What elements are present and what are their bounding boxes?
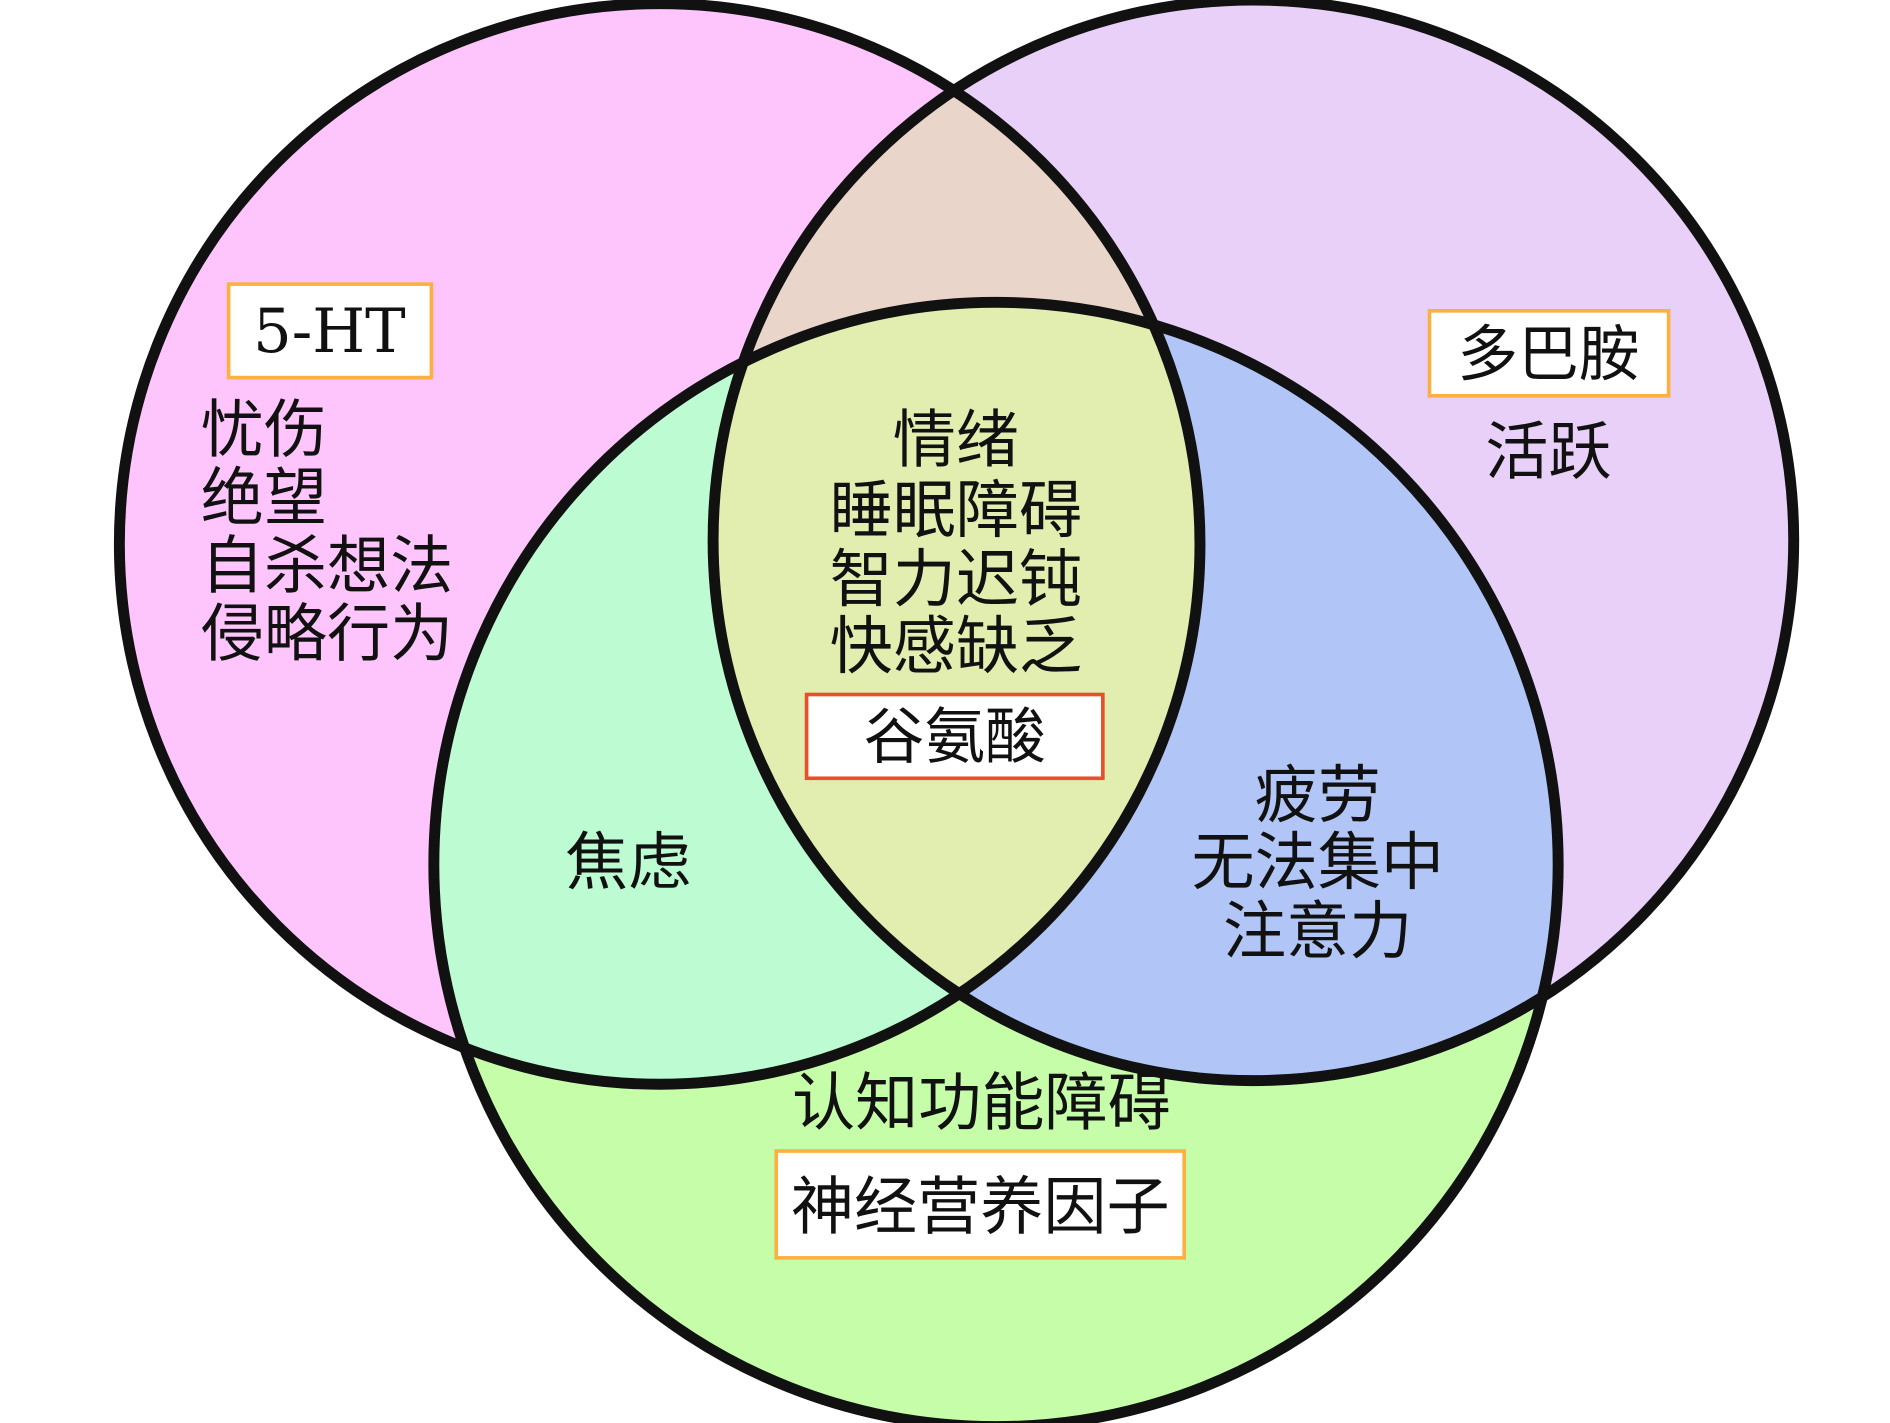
neurotrophic-label: 神经营养因子	[791, 1170, 1170, 1244]
center-item: 智力迟钝	[830, 542, 1082, 616]
serotonin-label-box	[226, 282, 434, 380]
circle-outlines	[114, 0, 1800, 1423]
center-item: 快感缺乏	[830, 609, 1082, 683]
neurotrophic-label-box	[774, 1149, 1187, 1260]
center-item: 睡眠障碍	[830, 473, 1082, 547]
glutamate-label-box	[804, 692, 1105, 781]
dopamine-neurotrophic-item: 疲劳	[1255, 758, 1381, 832]
serotonin-item: 自杀想法	[201, 529, 454, 603]
neurotrophic-circle-outline	[428, 297, 1564, 1423]
serotonin-item: 忧伤	[201, 393, 327, 467]
serotonin-item: 侵略行为	[201, 597, 454, 671]
center-item: 情绪	[893, 402, 1019, 476]
dopamine-label: 多巴胺	[1457, 320, 1639, 390]
neurotrophic-item: 认知功能障碍	[792, 1065, 1171, 1139]
dopamine-item: 活跃	[1485, 415, 1611, 489]
dopamine-neurotrophic-item: 注意力	[1223, 894, 1412, 968]
serotonin-label: 5-HT	[253, 297, 406, 367]
dopamine-neurotrophic-item: 无法集中	[1191, 825, 1444, 899]
serotonin-neurotrophic-item: 焦虑	[565, 825, 691, 899]
serotonin-item: 绝望	[201, 461, 327, 535]
dopamine-circle-outline	[707, 0, 1800, 1086]
glutamate-label: 谷氨酸	[864, 703, 1046, 773]
serotonin-circle-outline	[114, 0, 1206, 1090]
dopamine-label-box	[1427, 309, 1671, 398]
